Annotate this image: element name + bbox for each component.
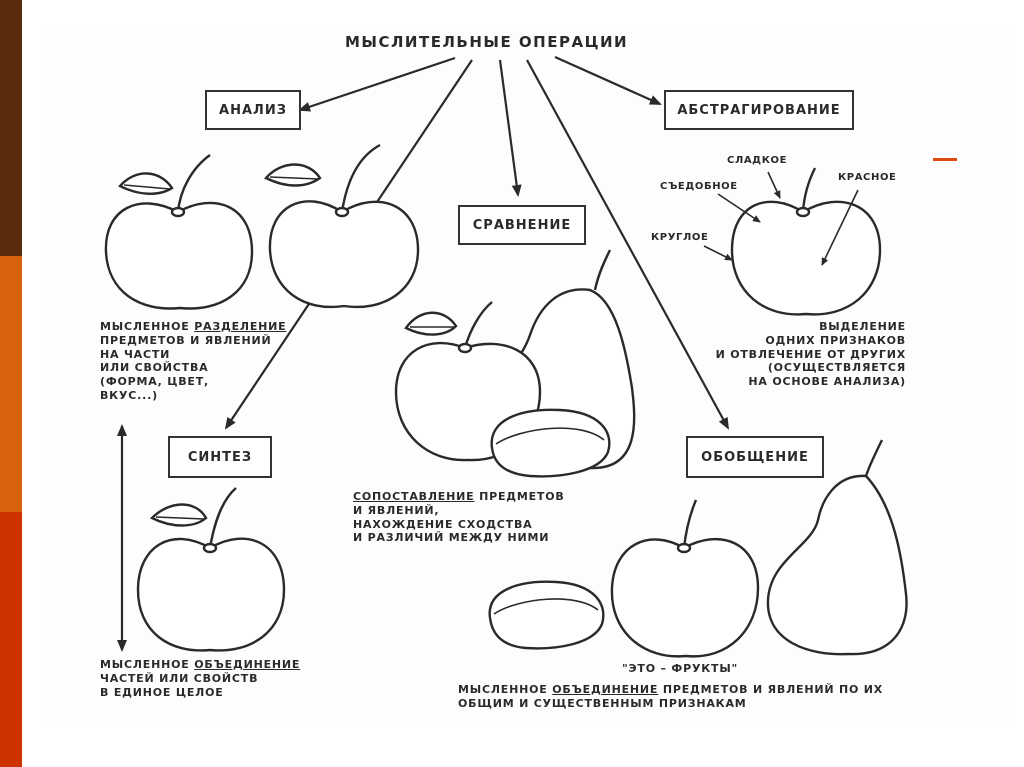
arrow-to-abstraction: [555, 57, 660, 104]
comparison-caption: СОПОСТАВЛЕНИЕ ПРЕДМЕТОВ И ЯВЛЕНИЙ, НАХОЖ…: [353, 490, 565, 545]
synthesis-caption-line2: ЧАСТЕЙ ИЛИ СВОЙСТВ: [100, 672, 300, 686]
box-synthesis: СИНТЕЗ: [168, 436, 272, 478]
box-abstraction: АБСТРАГИРОВАНИЕ: [664, 90, 854, 130]
box-comparison: СРАВНЕНИЕ: [458, 205, 586, 245]
pointer-sweet: [768, 172, 780, 198]
comparison-caption-term: СОПОСТАВЛЕНИЕ: [353, 490, 474, 503]
generalization-caption-term: ОБЪЕДИНЕНИЕ: [552, 683, 658, 696]
analysis-caption-line4: ИЛИ СВОЙСТВА: [100, 361, 286, 375]
generalization-caption-line2: ОБЩИМ И СУЩЕСТВЕННЫМ ПРИЗНАКАМ: [458, 697, 883, 711]
arrow-to-comparison: [500, 60, 518, 195]
abstraction-caption-line1: ВЫДЕЛЕНИЕ: [700, 320, 906, 334]
abstraction-caption-line5: НА ОСНОВЕ АНАЛИЗА): [700, 375, 906, 389]
analysis-caption-line5: (ФОРМА, ЦВЕТ,: [100, 375, 286, 389]
analysis-caption-line1-prefix: МЫСЛЕННОЕ: [100, 320, 190, 333]
arrow-to-analysis: [300, 58, 455, 110]
abstraction-caption-line3: И ОТВЛЕЧЕНИЕ ОТ ДРУГИХ: [700, 348, 906, 362]
synthesis-caption-term: ОБЪЕДИНЕНИЕ: [194, 658, 300, 671]
analysis-caption-term: РАЗДЕЛЕНИЕ: [194, 320, 286, 333]
apple-generalization-icon: [612, 500, 758, 656]
synthesis-caption-line1-prefix: МЫСЛЕННОЕ: [100, 658, 190, 671]
analysis-caption-line6: ВКУС...): [100, 389, 286, 403]
abstraction-caption: ВЫДЕЛЕНИЕ ОДНИХ ПРИЗНАКОВ И ОТВЛЕЧЕНИЕ О…: [700, 320, 906, 389]
property-edible: СЪЕДОБНОЕ: [660, 181, 738, 194]
synthesis-caption-line3: В ЕДИНОЕ ЦЕЛОЕ: [100, 686, 300, 700]
apple-analysis-right-icon: [266, 145, 418, 307]
apple-analysis-left-icon: [106, 155, 252, 309]
box-analysis: АНАЛИЗ: [205, 90, 301, 130]
property-red: КРАСНОЕ: [838, 172, 896, 185]
comparison-caption-line3: НАХОЖДЕНИЕ СХОДСТВА: [353, 518, 565, 532]
comparison-caption-line4: И РАЗЛИЧИЙ МЕЖДУ НИМИ: [353, 531, 565, 545]
abstraction-caption-line4: (ОСУЩЕСТВЛЯЕТСЯ: [700, 361, 906, 375]
synthesis-caption: МЫСЛЕННОЕ ОБЪЕДИНЕНИЕ ЧАСТЕЙ ИЛИ СВОЙСТВ…: [100, 658, 300, 699]
generalization-caption-line1-prefix: МЫСЛЕННОЕ: [458, 683, 548, 696]
plum-generalization-icon: [490, 582, 604, 649]
property-sweet: СЛАДКОЕ: [727, 155, 787, 168]
comparison-caption-line2: И ЯВЛЕНИЙ,: [353, 504, 565, 518]
property-round: КРУГЛОЕ: [651, 232, 708, 245]
analysis-caption-line3: НА ЧАСТИ: [100, 348, 286, 362]
generalization-caption: МЫСЛЕННОЕ ОБЪЕДИНЕНИЕ ПРЕДМЕТОВ И ЯВЛЕНИ…: [458, 683, 883, 711]
generalization-quote: "ЭТО – ФРУКТЫ": [622, 662, 738, 676]
box-generalization: ОБОБЩЕНИЕ: [686, 436, 824, 478]
plum-comparison-icon: [492, 410, 610, 477]
pointer-round: [704, 246, 732, 260]
analysis-caption: МЫСЛЕННОЕ РАЗДЕЛЕНИЕ ПРЕДМЕТОВ И ЯВЛЕНИЙ…: [100, 320, 286, 403]
diagram-title: МЫСЛИТЕЛЬНЫЕ ОПЕРАЦИИ: [345, 33, 628, 52]
comparison-caption-line1-rest: ПРЕДМЕТОВ: [479, 490, 564, 503]
analysis-caption-line2: ПРЕДМЕТОВ И ЯВЛЕНИЙ: [100, 334, 286, 348]
generalization-caption-line1-rest: ПРЕДМЕТОВ И ЯВЛЕНИЙ ПО ИХ: [663, 683, 883, 696]
abstraction-caption-line2: ОДНИХ ПРИЗНАКОВ: [700, 334, 906, 348]
apple-synthesis-icon: [138, 488, 284, 650]
